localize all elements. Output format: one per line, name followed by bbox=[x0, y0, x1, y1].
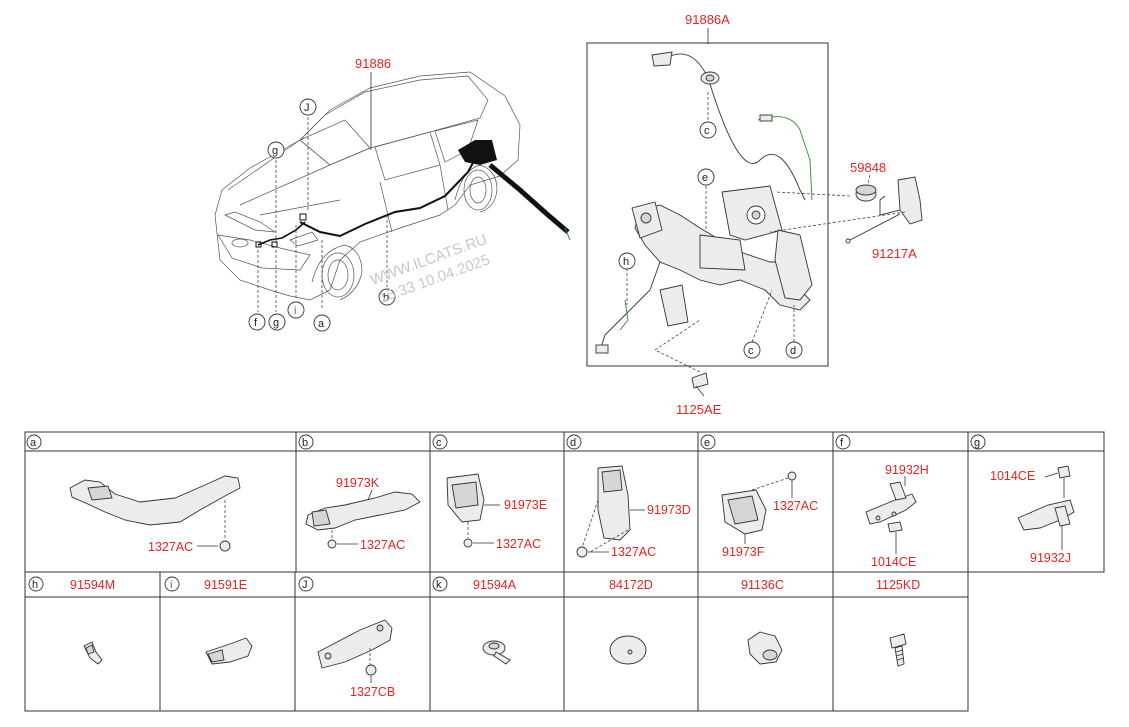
svg-text:g: g bbox=[974, 437, 980, 449]
detail-callout-c-bottom: c bbox=[743, 341, 761, 359]
cell-f-part-1014CE: 1014CE bbox=[871, 555, 916, 569]
detail-harness bbox=[595, 51, 923, 397]
callout-J: J bbox=[299, 98, 317, 116]
svg-text:f: f bbox=[840, 437, 844, 449]
car-leader-lines bbox=[257, 72, 388, 312]
svg-text:b: b bbox=[383, 292, 389, 304]
cell-i-drawing bbox=[205, 637, 253, 665]
svg-text:d: d bbox=[570, 437, 576, 449]
detail-callout-e: e bbox=[697, 168, 715, 186]
cell-h-header: h 91594M bbox=[28, 576, 115, 592]
callout-a: a bbox=[313, 314, 331, 332]
callout-i: i bbox=[287, 301, 305, 319]
cell-J-part-1327CB: 1327CB bbox=[350, 685, 395, 699]
detail-callout-d: d bbox=[785, 341, 803, 359]
part-59848-label: 59848 bbox=[850, 160, 886, 175]
cell-d-drawing bbox=[576, 465, 645, 558]
callout-b: b bbox=[378, 288, 396, 306]
cell-a-drawing bbox=[69, 475, 241, 552]
main-harness-label: 91886 bbox=[355, 56, 391, 71]
svg-text:91594A: 91594A bbox=[473, 578, 517, 592]
svg-text:91594M: 91594M bbox=[70, 578, 115, 592]
cell-c-header: c bbox=[432, 434, 448, 450]
svg-text:h: h bbox=[32, 579, 38, 591]
cell-g-drawing bbox=[1017, 465, 1075, 550]
detail-box bbox=[586, 42, 829, 367]
svg-text:d: d bbox=[790, 345, 796, 357]
svg-text:a: a bbox=[30, 437, 37, 449]
detail-callout-c-top: c bbox=[699, 121, 717, 139]
cell-f-drawing bbox=[865, 476, 917, 554]
svg-text:i: i bbox=[294, 305, 296, 317]
svg-text:b: b bbox=[302, 437, 308, 449]
svg-text:J: J bbox=[302, 579, 308, 591]
part-1125AE-label: 1125AE bbox=[676, 402, 722, 417]
cell-b-drawing bbox=[305, 489, 421, 549]
cell-k-header: k 91594A bbox=[432, 576, 517, 592]
svg-text:g: g bbox=[272, 145, 278, 157]
svg-text:k: k bbox=[436, 579, 442, 591]
svg-text:g: g bbox=[273, 317, 279, 329]
svg-text:e: e bbox=[702, 172, 708, 184]
cell-a-header: a bbox=[26, 434, 42, 450]
car-illustration bbox=[214, 71, 571, 301]
cell-i-header: i 91591E bbox=[164, 576, 247, 592]
cell-g-part-91932J: 91932J bbox=[1030, 551, 1071, 565]
cell-e-part-1327AC: 1327AC bbox=[773, 499, 818, 513]
cell-f-header: f bbox=[835, 434, 851, 450]
cell-1125KD-drawing bbox=[889, 633, 907, 667]
cell-c-part-91973E: 91973E bbox=[504, 498, 547, 512]
cell-b-header: b bbox=[298, 434, 314, 450]
cell-b-part-1327AC: 1327AC bbox=[360, 538, 405, 552]
svg-text:c: c bbox=[704, 125, 710, 137]
callout-g-lower: g bbox=[268, 313, 286, 331]
cell-91136C-header: 91136C bbox=[741, 578, 784, 592]
callout-f: f bbox=[248, 313, 266, 331]
cell-1125KD-header: 1125KD bbox=[876, 578, 920, 592]
cell-k-drawing bbox=[482, 640, 511, 665]
cell-84172D-drawing bbox=[609, 635, 647, 665]
detail-callout-h: h bbox=[618, 252, 636, 270]
cell-c-drawing bbox=[446, 473, 500, 548]
cell-c-part-1327AC: 1327AC bbox=[496, 537, 541, 551]
cell-d-part-91973D: 91973D bbox=[647, 503, 691, 517]
cell-g-header: g bbox=[970, 434, 986, 450]
cell-e-part-91973F: 91973F bbox=[722, 545, 765, 559]
cell-91136C-drawing bbox=[747, 631, 783, 665]
cell-g-part-1014CE: 1014CE bbox=[990, 469, 1035, 483]
cell-f-part-91932H: 91932H bbox=[885, 463, 929, 477]
cell-d-header: d bbox=[566, 434, 582, 450]
svg-text:f: f bbox=[254, 317, 258, 329]
svg-text:h: h bbox=[623, 256, 629, 268]
cell-J-header: J bbox=[298, 576, 314, 592]
cell-d-part-1327AC: 1327AC bbox=[611, 545, 656, 559]
svg-text:a: a bbox=[318, 318, 325, 330]
svg-text:J: J bbox=[304, 102, 310, 114]
svg-text:91591E: 91591E bbox=[204, 578, 247, 592]
svg-text:i: i bbox=[170, 579, 172, 591]
cell-e-header: e bbox=[700, 434, 716, 450]
callout-g: g bbox=[267, 141, 285, 159]
detail-leader-lines bbox=[626, 92, 906, 373]
parts-grid bbox=[24, 431, 1105, 712]
cell-J-drawing bbox=[317, 619, 393, 683]
svg-text:e: e bbox=[704, 437, 710, 449]
svg-text:c: c bbox=[748, 345, 754, 357]
cell-a-part-1327AC: 1327AC bbox=[148, 540, 193, 554]
svg-text:c: c bbox=[436, 437, 442, 449]
cell-e-drawing bbox=[721, 471, 797, 544]
cell-b-part-91973K: 91973K bbox=[336, 476, 380, 490]
detail-box-title: 91886A bbox=[685, 12, 730, 27]
cell-84172D-header: 84172D bbox=[609, 578, 653, 592]
cell-h-drawing bbox=[83, 641, 103, 665]
part-91217A-label: 91217A bbox=[872, 246, 917, 261]
